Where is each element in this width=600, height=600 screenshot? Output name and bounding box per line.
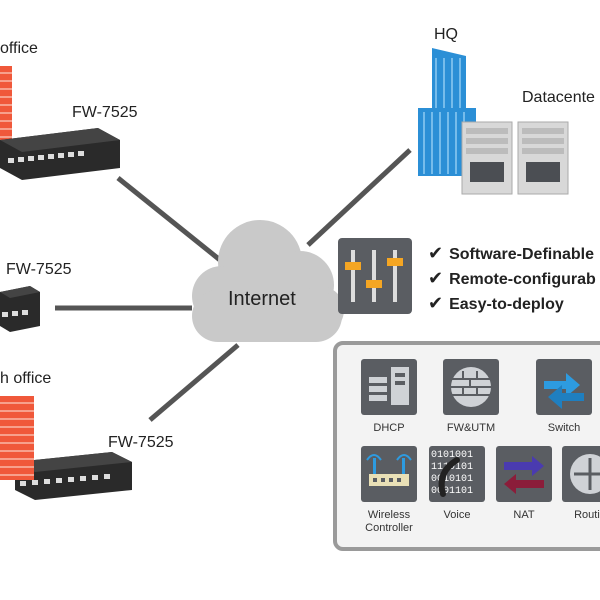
feature-item-1: ✔Software-Definable [428, 243, 595, 263]
voice-binary-line: 0010101 [431, 474, 474, 485]
voice-binary-line: 0001101 [431, 486, 474, 497]
check-icon: ✔ [428, 243, 444, 263]
dhcp-server-icon [361, 359, 417, 415]
check-icon: ✔ [428, 293, 444, 313]
function-label-switch: Switch [547, 422, 581, 434]
datacenter-label: Datacente [522, 89, 595, 106]
function-label-nat: NAT [513, 509, 535, 521]
bottom-device-label: FW-7525 [108, 434, 174, 451]
feature-item-3: ✔Easy-to-deploy [428, 293, 564, 313]
mid-device-label: FW-7525 [6, 261, 72, 278]
router-icon [562, 446, 600, 502]
wireless-controller-icon [361, 446, 417, 502]
network-functions-panel: DHCP FW&UTM Switch Wireless Controller 0… [333, 341, 600, 551]
top-office-building-icon [0, 66, 12, 140]
function-label-wireless: Wireless Controller [365, 509, 413, 534]
nat-arrows-icon [496, 446, 552, 502]
function-label-voice: Voice [443, 509, 471, 521]
internet-cloud-icon [192, 220, 344, 342]
check-icon: ✔ [428, 268, 444, 288]
feature-item-2: ✔Remote-configurab [428, 268, 596, 288]
hq-label: HQ [434, 26, 458, 43]
internet-label: Internet [228, 288, 296, 310]
bottom-office-label: h office [0, 370, 52, 387]
function-label-fwutm: FW&UTM [446, 422, 496, 434]
link-bottom-office [148, 343, 240, 422]
link-hq [306, 148, 412, 247]
function-label-routing: Routin [574, 509, 600, 521]
link-top-office [116, 176, 222, 262]
function-label-dhcp: DHCP [373, 422, 405, 434]
firewall-icon [443, 359, 499, 415]
voice-binary-line: 0101001 [431, 450, 474, 461]
top-device-label: FW-7525 [72, 104, 138, 121]
top-office-label: office [0, 40, 38, 57]
voice-icon: 0101001 1110101 0010101 0001101 [429, 446, 485, 502]
switch-arrows-icon [536, 359, 592, 415]
bottom-office-building-icon [0, 396, 34, 480]
